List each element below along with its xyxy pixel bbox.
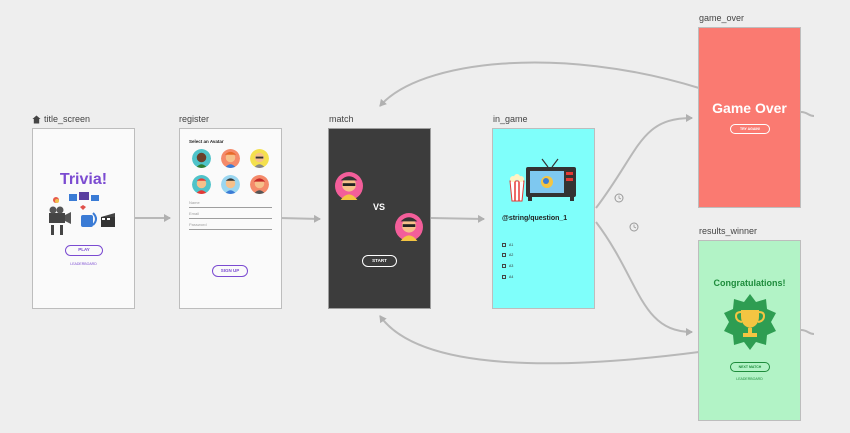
- action-match-to-ingame[interactable]: [430, 214, 485, 223]
- destination-in-game[interactable]: @string/question_1 A1 A2 A3 A4: [492, 128, 595, 309]
- trivia-title: Trivia!: [59, 171, 108, 188]
- vs-text: VS: [373, 202, 386, 212]
- action-winner-to-match[interactable]: [379, 315, 700, 365]
- answer-option[interactable]: A4: [502, 275, 513, 279]
- game-over-title: Game Over: [712, 100, 787, 116]
- radio-icon: [502, 264, 506, 268]
- destination-register[interactable]: Select an Avatar Name Email Password SIG…: [179, 128, 282, 309]
- avatar-option[interactable]: [192, 149, 211, 168]
- tv-popcorn-illustration: [509, 158, 576, 202]
- destination-name: title_screen: [44, 114, 91, 124]
- radio-icon: [502, 253, 506, 257]
- avatar-option[interactable]: [192, 175, 211, 194]
- destination-label-in-game: in_game: [493, 114, 528, 124]
- password-field[interactable]: Password: [189, 221, 272, 230]
- destination-label-title-screen: title_screen: [32, 114, 90, 124]
- avatar-heading: Select an Avatar: [189, 139, 224, 144]
- action-ingame-to-gameover[interactable]: [595, 114, 693, 209]
- question-text: @string/question_1: [502, 215, 568, 222]
- action-winner-out: [800, 329, 815, 335]
- destination-name: register: [179, 114, 210, 124]
- answer-label: A3: [509, 264, 514, 268]
- destination-name: match: [329, 114, 354, 124]
- destination-match[interactable]: VS START: [328, 128, 431, 309]
- player-avatar: [335, 172, 363, 200]
- leaderboard-link[interactable]: LEADERBOARD: [70, 262, 97, 266]
- trivia-illustration: [49, 192, 115, 235]
- destination-name: in_game: [493, 114, 528, 124]
- destination-label-match: match: [329, 114, 354, 124]
- action-register-to-match[interactable]: [279, 214, 321, 223]
- answer-option[interactable]: A3: [502, 264, 513, 268]
- avatar-option[interactable]: [250, 175, 269, 194]
- name-field[interactable]: Name: [189, 199, 272, 208]
- destination-title-screen[interactable]: Trivia! PLAY LEADERBOARD: [32, 128, 135, 309]
- destination-label-results-winner: results_winner: [699, 226, 757, 236]
- destination-game-over[interactable]: Game Over TRY AGAIN!: [698, 27, 801, 208]
- avatar-option[interactable]: [221, 175, 240, 194]
- home-icon: [32, 114, 41, 124]
- destination-label-register: register: [179, 114, 209, 124]
- radio-icon: [502, 243, 506, 247]
- answer-label: A2: [509, 253, 514, 257]
- answer-option[interactable]: A2: [502, 253, 513, 257]
- avatar-option[interactable]: [221, 149, 240, 168]
- answer-option[interactable]: A1: [502, 243, 513, 247]
- action-gameover-to-match[interactable]: [379, 61, 700, 107]
- clock-icon: [629, 222, 639, 232]
- action-gameover-out: [800, 111, 815, 117]
- destination-name: game_over: [699, 13, 745, 23]
- avatar-option[interactable]: [250, 149, 269, 168]
- leaderboard-link[interactable]: LEADERBOARD: [736, 377, 763, 381]
- trophy-icon: [724, 294, 776, 350]
- destination-label-game-over: game_over: [699, 13, 744, 23]
- congratulations-title: Congratulations!: [713, 278, 786, 288]
- signup-button[interactable]: SIGN UP: [212, 265, 248, 277]
- opponent-avatar: [395, 213, 423, 241]
- email-field[interactable]: Email: [189, 210, 272, 219]
- play-button[interactable]: PLAY: [65, 245, 103, 256]
- clock-icon: [614, 193, 624, 203]
- start-button[interactable]: START: [362, 255, 397, 267]
- destination-name: results_winner: [699, 226, 758, 236]
- action-ingame-to-winner[interactable]: [595, 221, 693, 336]
- answer-label: A1: [509, 243, 514, 247]
- radio-icon: [502, 275, 506, 279]
- answer-label: A4: [509, 275, 514, 279]
- destination-results-winner[interactable]: Congratulations! NEXT MATCH LEADERBOARD: [698, 240, 801, 421]
- try-again-button[interactable]: TRY AGAIN!: [730, 124, 770, 134]
- next-match-button[interactable]: NEXT MATCH: [730, 362, 770, 372]
